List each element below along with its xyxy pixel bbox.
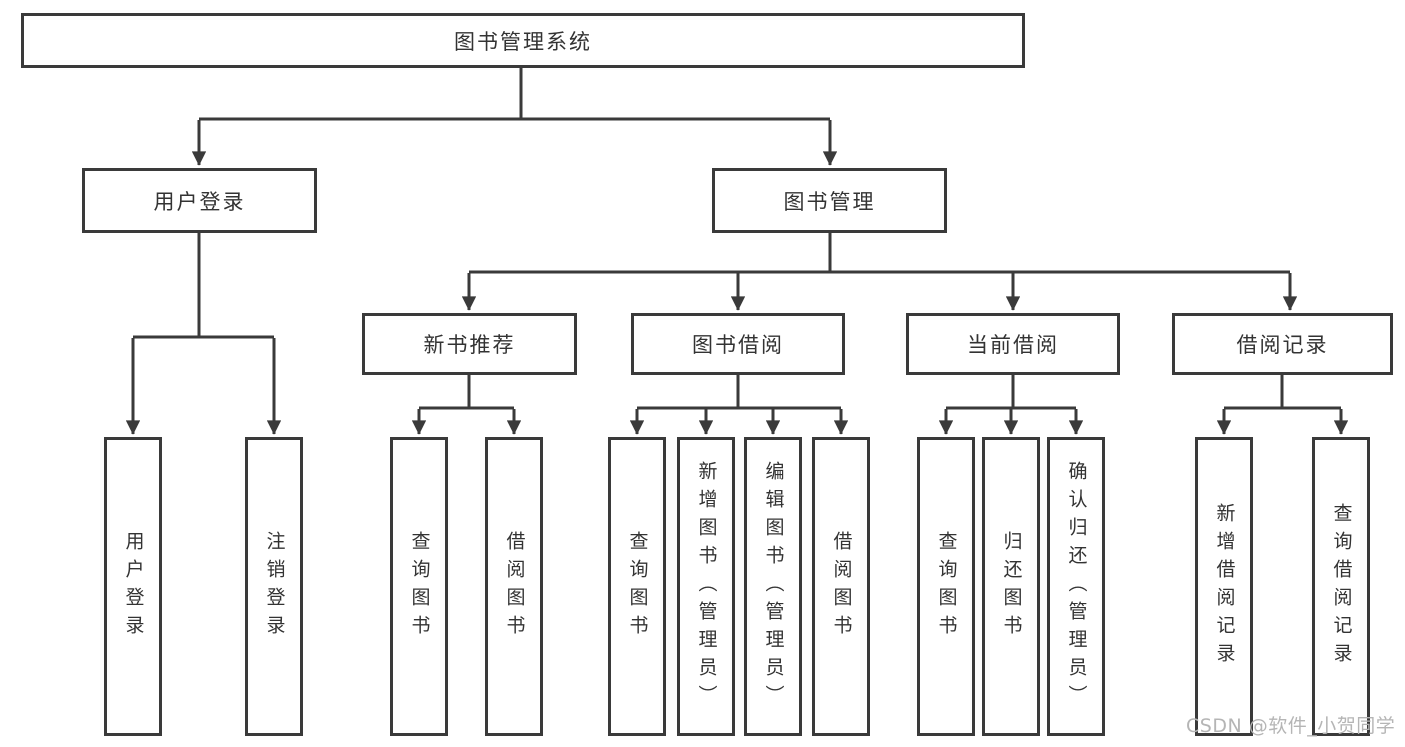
leaf-confirm-return-admin: 确认归还（管理员）: [1047, 437, 1105, 736]
csdn-watermark: CSDN @软件_小贺同学: [1186, 715, 1396, 737]
leaf-add-books-admin: 新增图书（管理员）: [677, 437, 735, 736]
leaf-logout: 注销登录: [245, 437, 303, 736]
node-borrowing-records-label: 借阅记录: [1236, 333, 1329, 357]
node-user-login-label: 用户登录: [153, 189, 246, 214]
leaf-recommend-query-books: 查询图书: [390, 437, 448, 736]
leaf-return-books: 归还图书: [982, 437, 1040, 736]
node-root: 图书管理系统: [21, 13, 1025, 68]
leaf-confirm-return-admin-label: 确认归还（管理员）: [1065, 460, 1088, 713]
leaf-edit-books-admin-label: 编辑图书（管理员）: [762, 460, 785, 713]
node-book-borrowing-label: 图书借阅: [692, 333, 784, 357]
leaf-borrowing-borrow-books: 借阅图书: [812, 437, 870, 736]
leaf-return-books-label: 归还图书: [1000, 530, 1023, 643]
leaf-add-books-admin-label: 新增图书（管理员）: [695, 460, 718, 713]
leaf-recommend-borrow-books-label: 借阅图书: [503, 530, 526, 643]
leaf-add-borrow-record-label: 新增借阅记录: [1213, 502, 1236, 671]
node-book-management: 图书管理: [712, 168, 947, 233]
leaf-add-borrow-record: 新增借阅记录: [1195, 437, 1253, 736]
node-borrowing-records: 借阅记录: [1172, 313, 1393, 375]
leaf-recommend-query-books-label: 查询图书: [408, 530, 431, 643]
leaf-logout-label: 注销登录: [263, 530, 286, 643]
leaf-recommend-borrow-books: 借阅图书: [485, 437, 543, 736]
node-new-book-recommend: 新书推荐: [362, 313, 577, 375]
leaf-borrowing-query-books: 查询图书: [608, 437, 666, 736]
node-root-label: 图书管理系统: [454, 29, 592, 54]
node-current-borrowing: 当前借阅: [906, 313, 1120, 375]
leaf-user-login-label: 用户登录: [122, 530, 145, 643]
leaf-borrowing-query-books-label: 查询图书: [626, 530, 649, 643]
leaf-current-query-books-label: 查询图书: [935, 530, 958, 643]
leaf-current-query-books: 查询图书: [917, 437, 975, 736]
leaf-query-borrow-record: 查询借阅记录: [1312, 437, 1370, 736]
node-book-management-label: 图书管理: [783, 189, 876, 214]
leaf-borrowing-borrow-books-label: 借阅图书: [830, 530, 853, 643]
leaf-user-login: 用户登录: [104, 437, 162, 736]
leaf-query-borrow-record-label: 查询借阅记录: [1330, 502, 1353, 671]
leaf-edit-books-admin: 编辑图书（管理员）: [744, 437, 802, 736]
node-new-book-recommend-label: 新书推荐: [423, 333, 516, 357]
node-current-borrowing-label: 当前借阅: [967, 333, 1059, 357]
connector-skeleton: [125, 68, 1349, 435]
node-user-login: 用户登录: [82, 168, 317, 233]
node-book-borrowing: 图书借阅: [631, 313, 845, 375]
